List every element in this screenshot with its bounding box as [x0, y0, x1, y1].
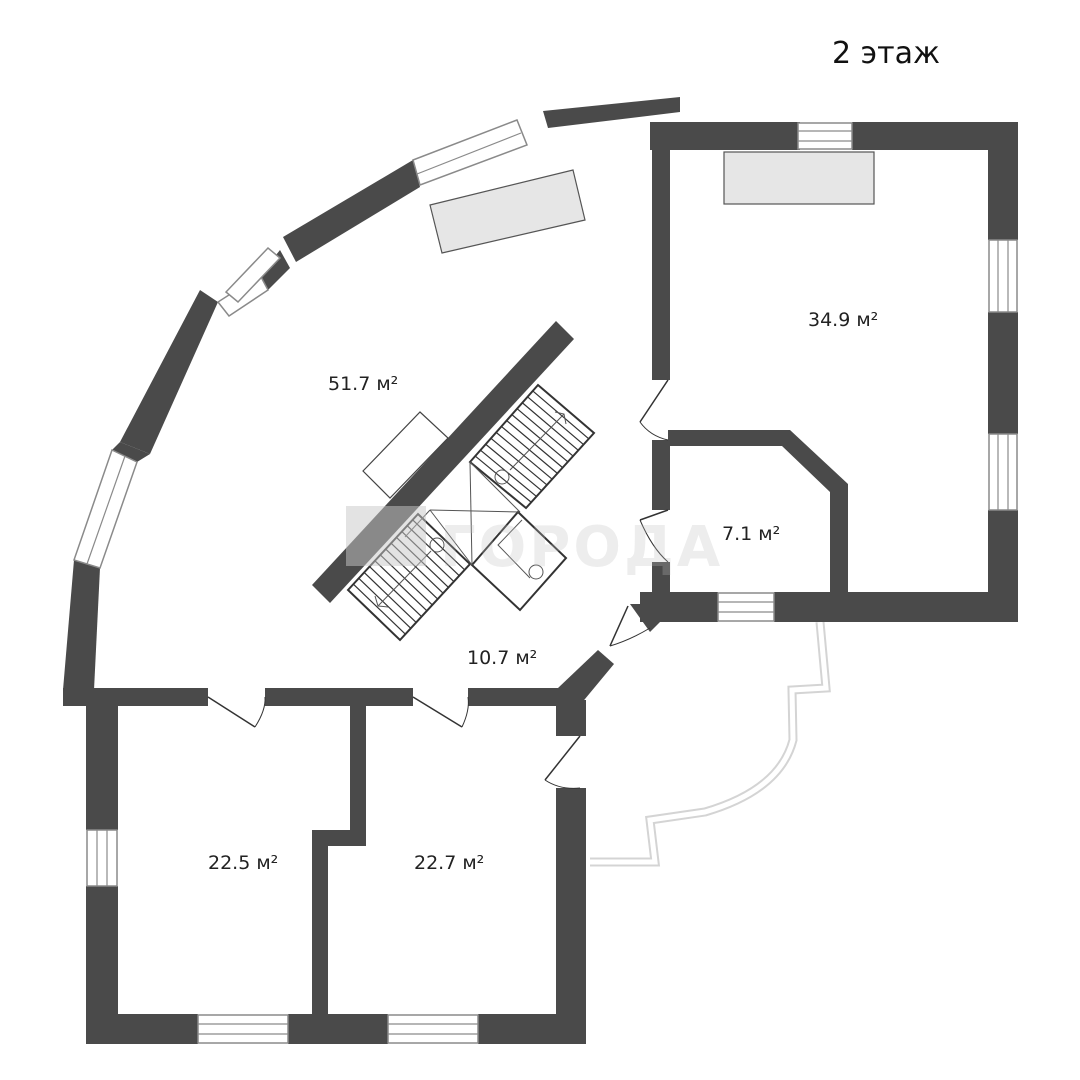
stair-tread	[352, 583, 406, 635]
stair-tread	[358, 577, 412, 629]
stair-tread	[490, 437, 548, 486]
area-label-landing: 10.7 м²	[467, 647, 537, 669]
area-label-storage: 7.1 м²	[722, 523, 780, 545]
area-label-bedroom-s: 22.7 м²	[414, 852, 484, 874]
area-label-bedroom-ne: 34.9 м²	[808, 309, 878, 331]
stair-tread	[532, 390, 590, 440]
watermark: ГОРОДА	[346, 506, 723, 580]
room-labels: 51.7 м² 34.9 м² 7.1 м² 10.7 м² 22.5 м² 2…	[208, 309, 878, 874]
stair-tread	[369, 566, 422, 618]
windows	[73, 119, 1018, 1044]
stair-tread	[485, 443, 543, 492]
watermark-logo-icon	[346, 506, 426, 566]
hall-table	[362, 411, 449, 499]
area-label-hall: 51.7 м²	[328, 373, 398, 395]
stair-tread	[511, 414, 569, 463]
stair-tread	[363, 572, 417, 623]
stair-tread	[527, 396, 584, 445]
bedroom-cabinet	[723, 151, 875, 205]
hall-cabinet	[429, 169, 586, 254]
stair-landing-square	[470, 510, 568, 612]
stair-tread	[521, 402, 579, 451]
area-label-bedroom-sw: 22.5 м²	[208, 852, 278, 874]
stair-tread	[516, 408, 574, 457]
stair-tread	[374, 560, 428, 612]
watermark-text: ГОРОДА	[440, 515, 723, 580]
stair-tread	[474, 455, 532, 503]
furniture	[362, 151, 875, 499]
floor-label: 2 этаж	[832, 36, 940, 71]
doors	[207, 379, 669, 789]
balcony	[590, 621, 831, 867]
